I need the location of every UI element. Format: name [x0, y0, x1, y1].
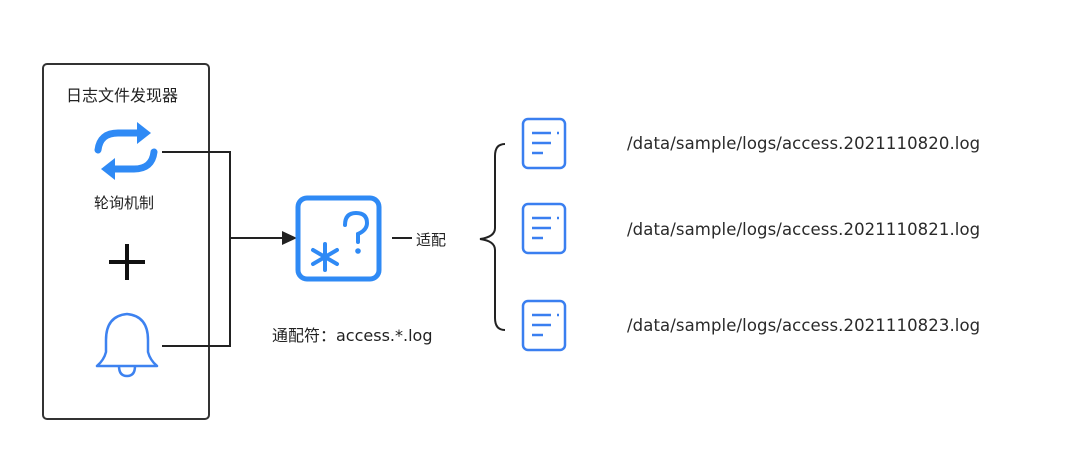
- file-path: /data/sample/logs/access.2021110823.log: [627, 316, 981, 335]
- log-file-icon: [521, 202, 567, 255]
- log-file-icon: [521, 117, 567, 170]
- curly-brace: [479, 143, 506, 331]
- polling-label: 轮询机制: [94, 194, 155, 212]
- discoverer-box: [42, 63, 210, 420]
- bell-icon: [95, 312, 159, 378]
- arrow-head: [282, 231, 297, 245]
- discoverer-title: 日志文件发现器: [66, 86, 179, 105]
- match-label: 适配: [416, 231, 447, 249]
- log-file-icon: [521, 299, 567, 352]
- file-path: /data/sample/logs/access.2021110820.log: [627, 134, 981, 153]
- connector-lines: [162, 151, 284, 347]
- wildcard-label: 通配符：access.*.log: [272, 326, 433, 345]
- wildcard-question-icon: [295, 195, 382, 282]
- sync-arrows-icon: [94, 122, 158, 180]
- plus-icon: [109, 244, 145, 280]
- file-path: /data/sample/logs/access.2021110821.log: [627, 220, 981, 239]
